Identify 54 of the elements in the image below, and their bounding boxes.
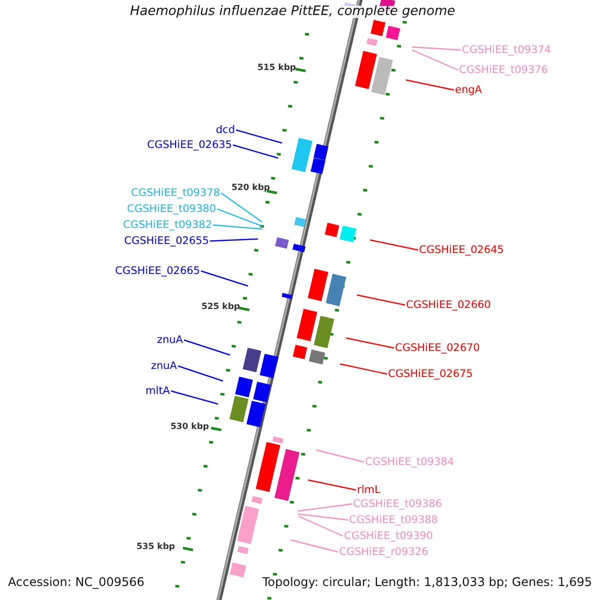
gene-label: CGSHiEE_02645 [419, 244, 504, 256]
leader-line [232, 144, 278, 159]
scale-label: 530 kbp [170, 422, 209, 432]
gene-label: CGSHiEE_02660 [406, 299, 491, 311]
gene-label: CGSHiEE_t09386 [353, 498, 442, 510]
genome-info-text: Topology: circular; Length: 1,813,033 bp; Genes: 1,695 [262, 576, 592, 588]
gene-label: CGSHiEE_02665 [115, 265, 200, 277]
leader-line [356, 294, 406, 306]
leader-line [412, 49, 458, 71]
leader-line [308, 479, 356, 491]
scale-label: 515 kbp [257, 63, 296, 73]
leader-line [316, 449, 364, 463]
gene-label: CGSHiEE_t09378 [131, 187, 220, 199]
title: Haemophilus influenzae PittEE, complete genome [130, 6, 456, 18]
leader-line [216, 208, 262, 227]
leader-line [210, 238, 258, 242]
scale-label: 535 kbp [136, 542, 175, 552]
gene-label: rlmL [357, 484, 380, 496]
leader-line [184, 339, 230, 356]
leader-line [406, 79, 454, 91]
gene-label: CGSHiEE_t09390 [344, 530, 433, 542]
gene-label: CGSHiEE_t09374 [462, 44, 551, 56]
gene-label: CGSHiEE_02655 [124, 235, 209, 247]
gene-label: CGSHiEE_02670 [395, 342, 480, 354]
gene-label: CGSHiEE_t09376 [459, 64, 548, 76]
leader-line [212, 224, 262, 230]
gene-label: CGSHiEE_r09326 [339, 546, 428, 558]
gene-label: engA [455, 84, 482, 96]
gene-label: CGSHiEE_t09380 [127, 203, 216, 215]
leader-line [170, 390, 218, 405]
leader-line [298, 515, 344, 537]
gene-label: mltA [146, 385, 170, 397]
leader-line [178, 365, 224, 382]
gene-label: znuA [156, 334, 183, 346]
leader-line [412, 46, 462, 51]
gene-label: CGSHiEE_t09384 [365, 456, 454, 468]
gene-label: znuA [150, 360, 177, 372]
leader-line [290, 539, 338, 553]
leader-line [298, 503, 352, 512]
gene-label: CGSHiEE_t09382 [123, 219, 212, 231]
accession-text: Accession: NC_009566 [8, 576, 144, 588]
scale-label: 520 kbp [231, 183, 270, 193]
gene-label: CGSHiEE_02635 [147, 139, 232, 151]
scale-label: 525 kbp [201, 302, 240, 312]
gene-label: CGSHiEE_02675 [388, 368, 473, 380]
leader-line [298, 513, 348, 521]
gene-label: dcd [216, 124, 235, 136]
gene-label: CGSHiEE_t09388 [349, 514, 438, 526]
leader-line [200, 270, 248, 287]
leader-line [370, 239, 418, 251]
leader-line [236, 129, 282, 144]
leader-line [340, 363, 388, 375]
leader-line [220, 192, 262, 222]
leader-line [346, 337, 394, 349]
